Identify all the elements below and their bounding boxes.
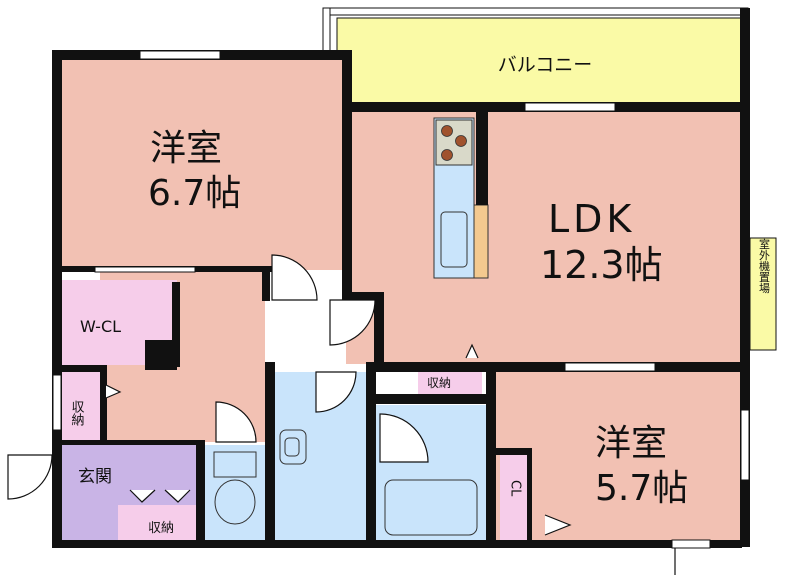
- sink: [440, 211, 468, 268]
- bedroom2-name: 洋室: [595, 423, 667, 464]
- door-swing: [129, 489, 156, 503]
- ldk-name: LDK: [548, 197, 635, 241]
- storage-entrance-floor: [118, 505, 196, 540]
- bedroom2-size: 5.7帖: [595, 468, 688, 509]
- closet-floor: [500, 455, 532, 540]
- wcl-label: W-CL: [80, 317, 121, 336]
- doors: [7, 254, 676, 575]
- outdoor-unit-space: [749, 237, 777, 351]
- door-swing: [271, 254, 318, 301]
- closet-label: CL: [508, 480, 523, 497]
- bedroom1-floor: [62, 60, 344, 270]
- storage-center-label: 収納: [427, 376, 451, 390]
- burner-icon: [441, 149, 453, 161]
- storage-entrance-label: 収納: [148, 521, 174, 536]
- door-swing: [544, 514, 572, 536]
- door-swing: [215, 401, 257, 443]
- bedroom1-name: 洋室: [150, 128, 222, 169]
- storage-left-floor: [62, 372, 100, 440]
- ldk-floor: [346, 112, 742, 364]
- entrance-label: 玄関: [78, 467, 112, 487]
- toilet-bowl: [214, 479, 256, 525]
- door-swing: [379, 413, 429, 463]
- door-swing: [465, 343, 479, 359]
- balcony: バルコニー: [322, 7, 750, 108]
- ldk-size: 12.3帖: [540, 243, 663, 287]
- bathtub: [384, 479, 478, 536]
- door-swing: [7, 454, 53, 500]
- outdoor-unit-label: 室外機置場: [758, 237, 771, 294]
- kitchen: [433, 117, 489, 279]
- washbasin: [279, 429, 307, 465]
- burner-icon: [441, 125, 453, 137]
- balcony-label: バルコニー: [498, 54, 593, 76]
- burner-icon: [455, 135, 467, 147]
- door-swing: [105, 384, 122, 399]
- toilet-tank: [213, 451, 257, 478]
- windows: [52, 50, 750, 481]
- door-swing: [329, 299, 376, 346]
- door-swing: [315, 371, 357, 413]
- storage-left-label: 収納: [69, 400, 85, 427]
- door-swing: [164, 489, 191, 503]
- bedroom2-floor: [496, 372, 742, 540]
- storage-center-floor: [418, 372, 482, 394]
- bedroom1-size: 6.7帖: [148, 173, 241, 214]
